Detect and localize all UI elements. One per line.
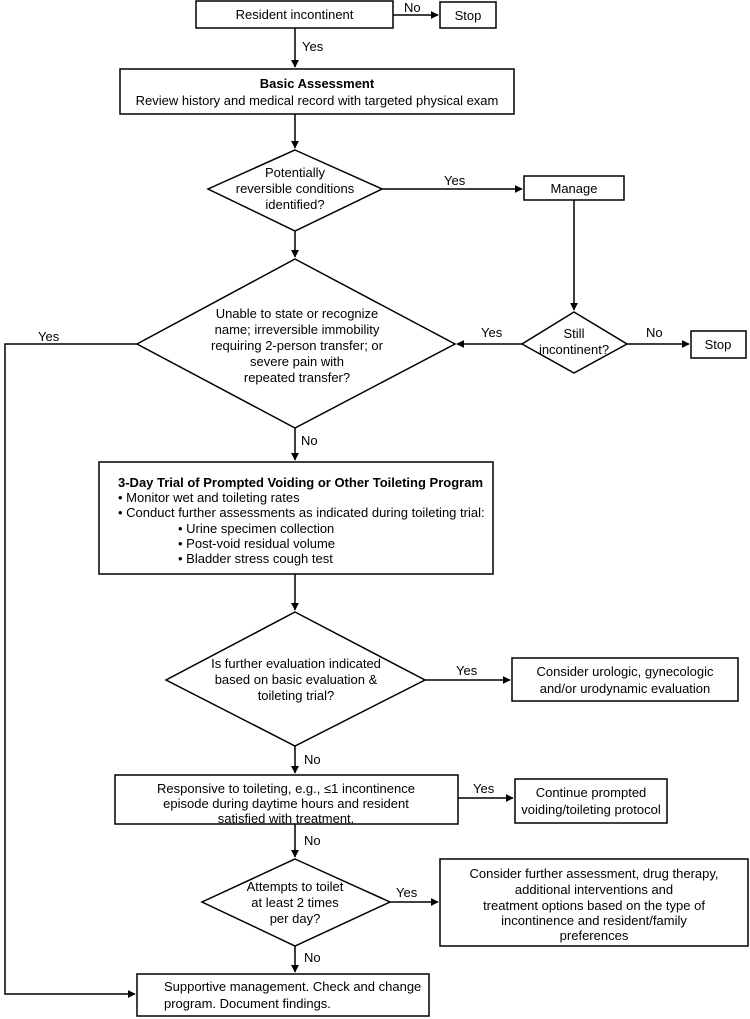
- node-text: Resident incontinent: [236, 7, 354, 22]
- node-text: Continue prompted: [536, 785, 647, 800]
- node-box: [439, 1, 497, 29]
- node-text: Attempts to toilet: [247, 879, 344, 894]
- node-text: at least 2 times: [251, 895, 339, 910]
- decision-diamond: [520, 311, 629, 374]
- node-further-evaluation: Is further evaluation indicated based on…: [164, 611, 427, 747]
- node-text: • Urine specimen collection: [178, 521, 334, 536]
- node-responsive-to-toileting: Responsive to toileting, e.g., ≤1 incont…: [114, 774, 459, 826]
- node-resident-incontinent: Resident incontinent: [195, 0, 394, 29]
- edge-labels: No Yes Yes Yes No Yes No Yes No Yes No Y…: [38, 0, 663, 965]
- node-consider-further: Consider further assessment, drug therap…: [439, 858, 749, 947]
- node-box: [195, 0, 394, 29]
- label-yes-2: Yes: [444, 173, 466, 188]
- node-text: incontinence and resident/family: [501, 913, 687, 928]
- node-toileting-trial: 3-Day Trial of Prompted Voiding or Other…: [98, 461, 494, 575]
- node-basic-assessment: Basic Assessment Review history and medi…: [119, 68, 515, 115]
- node-urologic-evaluation: Consider urologic, gynecologic and/or ur…: [511, 657, 739, 702]
- node-stop-top: Stop: [439, 1, 497, 29]
- node-text: identified?: [265, 197, 324, 212]
- label-yes-1: Yes: [302, 39, 324, 54]
- node-text: severe pain with: [250, 354, 344, 369]
- label-yes-4: Yes: [456, 663, 478, 678]
- node-box: [98, 461, 494, 575]
- node-box: [136, 973, 430, 1017]
- node-text: and/or urodynamic evaluation: [540, 681, 711, 696]
- decision-diamond: [164, 611, 427, 747]
- node-text: Stop: [455, 8, 482, 23]
- node-text: Stop: [705, 337, 732, 352]
- node-text: requiring 2-person transfer; or: [211, 338, 384, 353]
- node-text: Still: [564, 326, 585, 341]
- node-text: • Conduct further assessments as indicat…: [118, 505, 485, 520]
- node-text: Consider further assessment, drug therap…: [469, 866, 718, 881]
- node-text: • Monitor wet and toileting rates: [118, 490, 300, 505]
- node-text: Is further evaluation indicated: [211, 656, 381, 671]
- node-text: name; irreversible immobility: [215, 322, 380, 337]
- node-box: [690, 330, 747, 359]
- label-no-3: No: [301, 433, 318, 448]
- node-text: Manage: [551, 181, 598, 196]
- node-text: • Post-void residual volume: [178, 536, 335, 551]
- node-continue-protocol: Continue prompted voiding/toileting prot…: [514, 778, 668, 824]
- node-attempts-to-toilet: Attempts to toilet at least 2 times per …: [200, 858, 392, 947]
- node-box: [119, 68, 515, 115]
- label-yes-left: Yes: [38, 329, 60, 344]
- node-text: Responsive to toileting, e.g., ≤1 incont…: [157, 781, 415, 796]
- node-box: [523, 175, 625, 201]
- label-no-4: No: [304, 752, 321, 767]
- node-manage: Manage: [523, 175, 625, 201]
- node-text: Supportive management. Check and change: [164, 979, 421, 994]
- node-box: [514, 778, 668, 824]
- node-text: preferences: [560, 928, 629, 943]
- decision-diamond: [135, 258, 457, 429]
- node-text: voiding/toileting protocol: [521, 802, 661, 817]
- node-supportive-management: Supportive management. Check and change …: [136, 973, 430, 1017]
- node-stop-mid: Stop: [690, 330, 747, 359]
- label-yes-5: Yes: [473, 781, 495, 796]
- label-no-1: No: [404, 0, 421, 15]
- label-no-6: No: [304, 950, 321, 965]
- node-text: based on basic evaluation &: [215, 672, 378, 687]
- node-text: episode during daytime hours and residen…: [163, 796, 409, 811]
- node-unable-to-state: Unable to state or recognize name; irrev…: [135, 258, 457, 429]
- decision-diamond: [206, 149, 384, 232]
- node-text: Consider urologic, gynecologic: [536, 664, 714, 679]
- node-box: [114, 774, 459, 825]
- node-text: additional interventions and: [515, 882, 673, 897]
- node-text: • Bladder stress cough test: [178, 551, 333, 566]
- node-box: [511, 657, 739, 702]
- node-text: Review history and medical record with t…: [136, 93, 499, 108]
- node-title: 3-Day Trial of Prompted Voiding or Other…: [118, 475, 483, 490]
- node-text: Unable to state or recognize: [216, 306, 379, 321]
- label-no-5: No: [304, 833, 321, 848]
- node-text: reversible conditions: [236, 181, 355, 196]
- node-box: [439, 858, 749, 947]
- node-text: satisfied with treatment.: [218, 811, 355, 826]
- node-text: Potentially: [265, 165, 325, 180]
- decision-diamond: [200, 858, 392, 947]
- node-text: toileting trial?: [258, 688, 335, 703]
- node-text: repeated transfer?: [244, 370, 350, 385]
- edge-unable-to-supportive: [4, 343, 137, 998]
- label-no-2: No: [646, 325, 663, 340]
- node-text: treatment options based on the type of: [483, 898, 705, 913]
- node-text: incontinent?: [539, 342, 609, 357]
- node-still-incontinent: Still incontinent?: [520, 311, 629, 374]
- edges: [4, 11, 690, 998]
- node-text: per day?: [270, 911, 321, 926]
- node-reversible-conditions: Potentially reversible conditions identi…: [206, 149, 384, 232]
- node-title: Basic Assessment: [260, 76, 375, 91]
- label-yes-3: Yes: [481, 325, 503, 340]
- label-yes-6: Yes: [396, 885, 418, 900]
- node-text: program. Document findings.: [164, 996, 331, 1011]
